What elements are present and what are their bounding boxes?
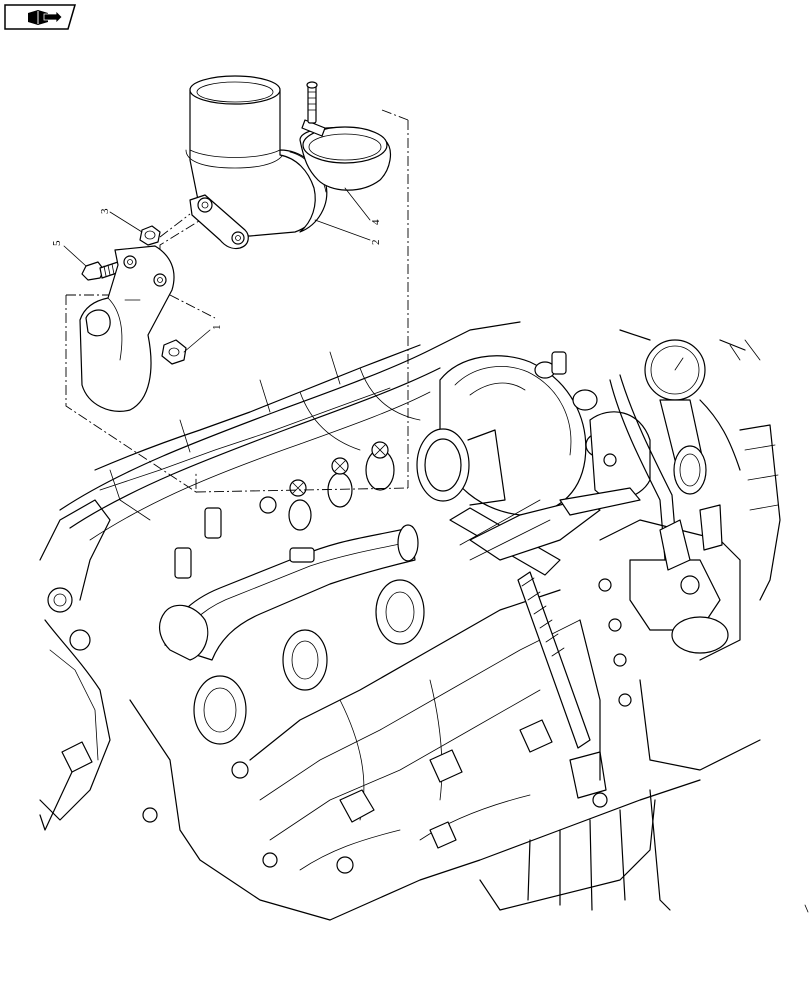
part-3-nut bbox=[139, 213, 191, 246]
part-2-elbow-pipe bbox=[185, 75, 328, 250]
cylinder-head-bolts bbox=[174, 441, 389, 579]
book-arrow-icon bbox=[28, 10, 63, 25]
callout-label-3: 3 bbox=[99, 208, 111, 214]
manifold-ports bbox=[193, 449, 425, 745]
callout-label-4: 4 bbox=[370, 219, 382, 225]
engine-assembly bbox=[39, 321, 809, 921]
callout-label-2: 2 bbox=[370, 240, 382, 246]
part-4-hose-clamp bbox=[299, 81, 392, 191]
pressure-gauge bbox=[644, 339, 741, 495]
part-1-flange-nut bbox=[161, 339, 187, 365]
callout-label-5: 5 bbox=[51, 240, 63, 246]
callout-label-1: 1 bbox=[211, 325, 223, 331]
turbocharger bbox=[416, 351, 651, 516]
callouts: 1 2 3 4 5 bbox=[51, 187, 382, 353]
index-navigation-button[interactable] bbox=[4, 4, 76, 30]
mounting-bracket bbox=[79, 245, 175, 412]
